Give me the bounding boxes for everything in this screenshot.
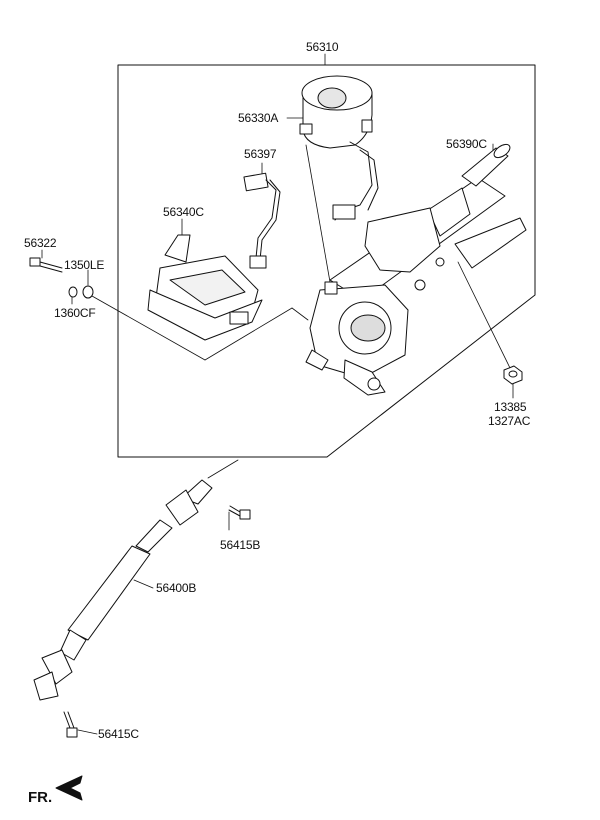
- label-shaft-56400b[interactable]: 56400B: [156, 581, 197, 595]
- label-harness-56397[interactable]: 56397: [244, 147, 277, 161]
- wire-harness: [243, 172, 281, 269]
- front-direction-arrow-icon: [55, 775, 83, 801]
- label-bolt-56415c[interactable]: 56415C: [98, 727, 139, 741]
- assembly-boundary-frame: [117, 64, 536, 458]
- washer-1350le: [82, 285, 94, 299]
- label-nut-13385[interactable]: 13385: [494, 400, 527, 414]
- bolt-56322: [29, 257, 63, 273]
- label-bolt-56322[interactable]: 56322: [24, 236, 57, 250]
- bolt-56415b: [228, 505, 251, 520]
- label-bolt-56415b[interactable]: 56415B: [220, 538, 261, 552]
- leader-lines: [41, 53, 514, 735]
- nut-13385: [503, 365, 523, 385]
- label-column-56390c[interactable]: 56390C: [446, 137, 487, 151]
- label-assembly-56310[interactable]: 56310: [306, 40, 339, 54]
- control-unit: [147, 234, 263, 341]
- label-ecu-56340c[interactable]: 56340C: [163, 205, 204, 219]
- label-motor-56330a[interactable]: 56330A: [238, 111, 279, 125]
- steering-column: [305, 143, 527, 396]
- label-washer-1360cf[interactable]: 1360CF: [54, 306, 96, 320]
- label-washer-1350le[interactable]: 1350LE: [64, 258, 105, 272]
- motor-unit: [299, 75, 379, 221]
- intermediate-shaft: [33, 479, 213, 701]
- washer-1360cf: [68, 286, 78, 298]
- direction-label: FR.: [28, 789, 53, 806]
- bolt-56415c: [63, 711, 78, 738]
- label-nut-1327ac[interactable]: 1327AC: [488, 414, 531, 428]
